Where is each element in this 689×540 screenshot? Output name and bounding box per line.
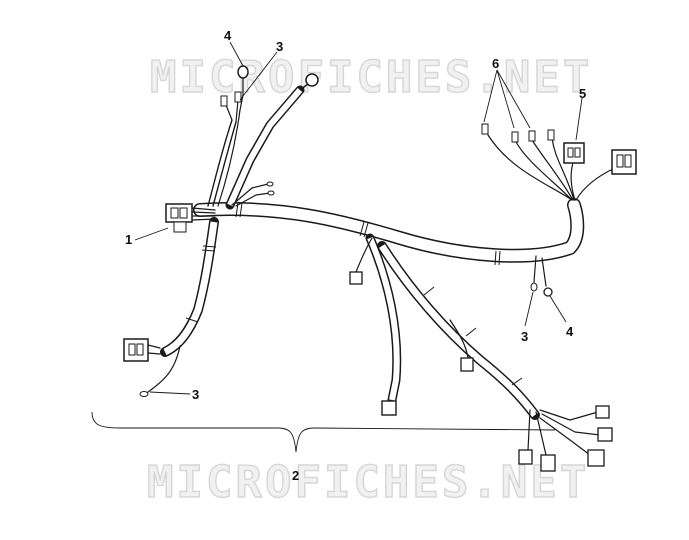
callout-3-right: 3	[521, 329, 528, 344]
callout-5: 5	[579, 86, 586, 101]
leader-lines	[91, 41, 583, 453]
callout-4-right: 4	[566, 324, 574, 339]
callout-6: 6	[492, 56, 499, 71]
bottom-right-connectors	[518, 405, 613, 472]
watermark-top: MICROFICHES.NET	[150, 52, 592, 103]
callout-3-top: 3	[276, 39, 283, 54]
callout-4-top: 4	[224, 28, 232, 43]
left-down-branch	[123, 217, 219, 397]
watermark-bottom: MICROFICHES.NET	[147, 457, 589, 508]
right-fanout	[481, 123, 637, 297]
upper-left-branches	[207, 65, 319, 210]
callout-1: 1	[125, 232, 132, 247]
middle-branches	[349, 233, 540, 420]
connector-1	[165, 203, 216, 233]
callout-2: 2	[292, 468, 299, 483]
callout-3-left: 3	[192, 387, 199, 402]
main-harness-trunk	[193, 198, 585, 266]
